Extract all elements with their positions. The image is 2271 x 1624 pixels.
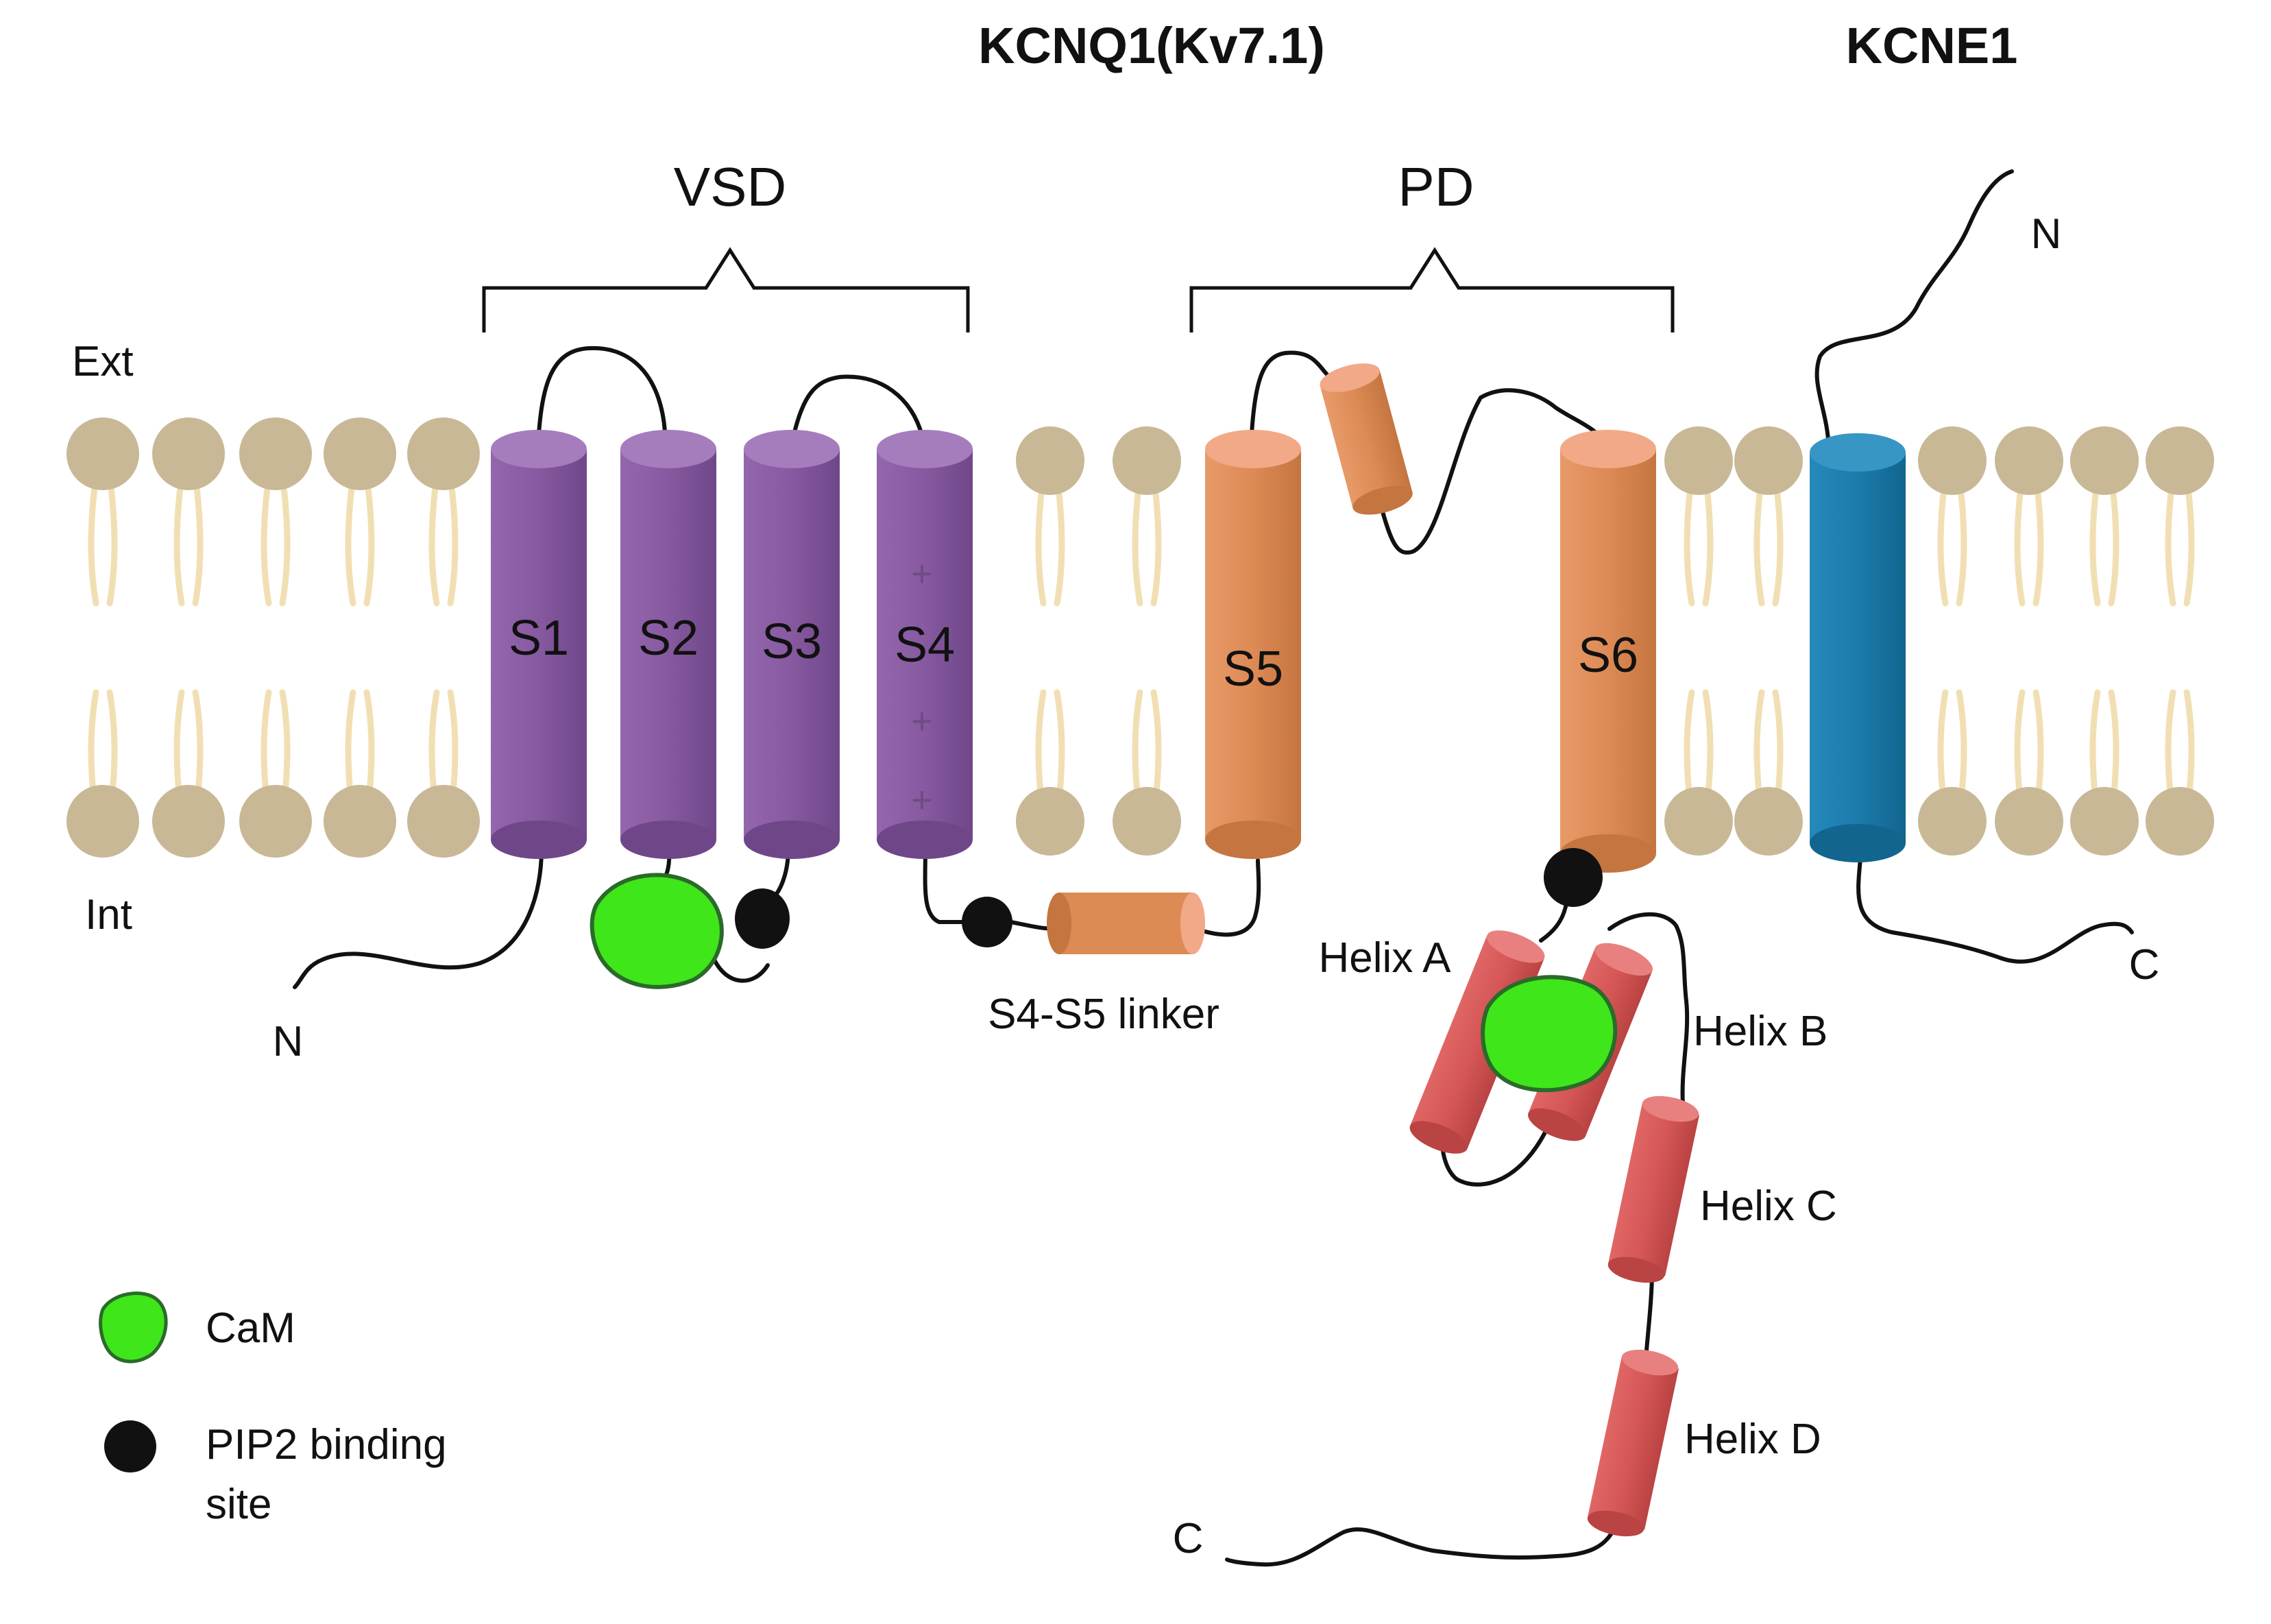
cam-blob-vsd (590, 873, 724, 989)
kcnq1-n-terminus (293, 847, 544, 989)
legend-cam-icon (99, 1292, 168, 1364)
lipid-heads-outer (66, 417, 2214, 495)
kcne1-n-terminus (1814, 169, 2014, 455)
segment-label-s1: S1 (509, 611, 569, 666)
kcnq1-c-terminus-label: C (1173, 1515, 1204, 1562)
kcnq1-c-terminus (1225, 1527, 1614, 1567)
helix-a-label: Helix A (1319, 934, 1452, 982)
lipid-tails (88, 473, 2195, 819)
lipid-bilayer (66, 417, 2214, 858)
segment-label-s6: S6 (1578, 628, 1638, 683)
pip2-site-s4-s5 (962, 897, 1012, 947)
vsd-bracket (482, 247, 970, 332)
helix-d-label: Helix D (1684, 1416, 1821, 1463)
kcnq1-segment-s4 (877, 430, 973, 859)
vsd-label: VSD (674, 156, 787, 217)
pip2-site-s2-s3 (735, 888, 790, 949)
extracellular-label: Ext (72, 338, 134, 385)
segment-label-s5: S5 (1223, 642, 1283, 696)
s5-pore-loop (1249, 350, 1335, 446)
kcne1-transmembrane-segment (1810, 433, 1906, 862)
linker-s5-link (1194, 858, 1261, 937)
legend-pip2-label-line2: site (206, 1481, 271, 1528)
helixc-helixd-link (1644, 1270, 1654, 1353)
pore-helix (1320, 363, 1413, 515)
legend: CaM PIP2 binding site (99, 1292, 447, 1528)
s4-charge-3: + (911, 779, 933, 821)
legend-pip2-label-line1: PIP2 binding (206, 1421, 447, 1468)
s4-s5-linker-label: S4-S5 linker (988, 991, 1219, 1038)
legend-cam-label: CaM (206, 1305, 295, 1352)
kcne1-c-terminus (1856, 849, 2134, 964)
kcnq1-segment-s1 (491, 430, 587, 859)
kcnq1-n-terminus-label: N (273, 1018, 304, 1065)
connecting-loops (293, 169, 2134, 1567)
s3-s4-loop (790, 374, 924, 446)
legend-pip2-icon (104, 1420, 156, 1472)
s4-s5-linker-helix (1047, 893, 1205, 954)
pd-label: PD (1398, 156, 1474, 217)
s4-charge-2: + (911, 701, 933, 742)
s1-s2-loop (536, 346, 667, 446)
pip2-site-s6 (1544, 848, 1603, 907)
segment-label-s4: S4 (895, 618, 955, 672)
pore-s6-loop (1376, 388, 1606, 555)
segment-label-s2: S2 (638, 611, 699, 666)
helix-c-label: Helix C (1700, 1183, 1837, 1230)
intracellular-label: Int (85, 891, 132, 938)
s4-charge-1: + (911, 553, 933, 594)
kcne1-n-terminus-label: N (2031, 210, 2062, 258)
cam-pip2-link (711, 955, 770, 983)
cam-blob-helix (1481, 975, 1618, 1093)
helix-c (1607, 1095, 1700, 1283)
kcne1-c-terminus-label: C (2129, 941, 2160, 989)
kcnq1-segment-s3 (744, 430, 840, 859)
s4-pip2-link (923, 847, 965, 924)
pip2-helixa-link (1539, 901, 1568, 943)
kcnq1-segment-s5 (1205, 430, 1301, 859)
kcnq1-segment-s2 (620, 430, 716, 859)
kcne1-title: KCNE1 (1846, 17, 2018, 74)
helixb-helixc-link (1607, 912, 1690, 1106)
segment-label-s3: S3 (762, 614, 822, 669)
lipid-heads-inner (66, 785, 2214, 858)
kcnq1-segment-s6 (1560, 430, 1656, 873)
helix-b-label: Helix B (1693, 1008, 1827, 1055)
kcnq1-title: KCNQ1(Kv7.1) (978, 17, 1325, 74)
pd-bracket (1189, 247, 1675, 332)
helix-d (1587, 1349, 1679, 1537)
